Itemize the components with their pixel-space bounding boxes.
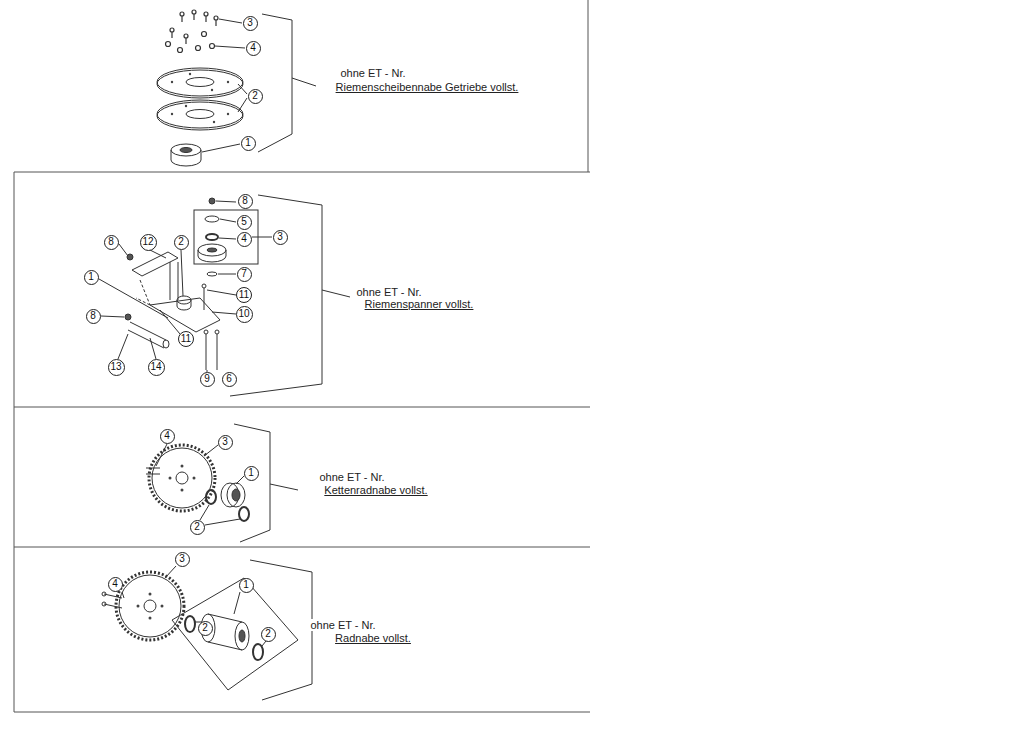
callout-number: 4 [237,232,252,247]
callout-number: 9 [200,372,215,387]
callout-text: 9 [204,374,210,384]
callout-text: 8 [90,311,96,321]
callout-text: 5 [241,217,247,227]
callout-number: 1 [244,466,259,481]
callout-text: 1 [243,580,249,590]
callout-number: 12 [140,234,157,251]
callout-number: 2 [174,235,189,250]
callout-number: 4 [246,41,261,56]
callout-text: 3 [179,554,185,564]
callout-text: 4 [164,431,170,441]
callout-number: 3 [175,552,190,567]
callout-number: 3 [218,435,233,450]
callout-number: 11 [236,287,252,303]
callout-number: 1 [241,136,256,151]
callout-number: 4 [108,577,123,592]
callout-text: 3 [222,437,228,447]
callout-number: 11 [178,331,194,347]
part-number-note: ohne ET - Nr. [308,619,377,632]
callout-text: 3 [247,18,253,28]
callout-number: 5 [237,215,252,230]
callout-number: 8 [104,235,119,250]
callout-number: 2 [198,621,213,636]
callout-number: 1 [84,270,99,285]
callout-text: 1 [88,272,94,282]
callout-text: 4 [250,43,256,53]
pulley-hub-figure [157,10,316,166]
callout-number: 7 [237,267,252,282]
part-number-note: ohne ET - Nr. [317,471,386,484]
callout-text: 11 [239,290,249,300]
callout-text: 6 [226,374,232,384]
callout-text: 2 [178,237,184,247]
wheel-hub-figure [102,560,318,700]
callout-text: 4 [241,234,247,244]
belt-tensioner-figure [99,195,350,396]
callout-number: 4 [160,429,175,444]
callout-number: 6 [222,372,237,387]
callout-number: 8 [238,194,253,209]
callout-text: 10 [238,309,249,319]
callout-number: 1 [239,578,254,593]
callout-text: 1 [248,468,254,478]
callout-text: 8 [108,237,114,247]
callout-text: 7 [241,269,247,279]
callout-number: 8 [86,309,101,324]
callout-text: 8 [242,196,248,206]
sprocket-hub-figure [146,424,298,542]
callout-text: 2 [202,623,208,633]
part-number-note: ohne ET - Nr. [354,286,423,299]
callout-number: 2 [248,89,263,104]
callout-number: 13 [108,359,125,376]
callout-number: 14 [148,359,165,376]
callout-text: 11 [181,334,191,344]
callout-text: 3 [277,232,283,242]
callout-number: 2 [261,627,276,642]
callout-text: 13 [110,362,121,372]
callout-text: 12 [142,237,153,247]
callout-number: 10 [236,306,253,323]
callout-text: 1 [245,138,251,148]
callout-text: 2 [265,629,271,639]
callout-number: 2 [190,520,205,535]
part-number-note: ohne ET - Nr. [338,67,407,80]
assembly-name: Kettenradnabe vollst. [322,484,429,497]
callout-text: 4 [112,579,118,589]
callout-text: 14 [150,362,161,372]
assembly-name: Radnabe vollst. [333,632,413,645]
assembly-name: Riemenscheibennabe Getriebe vollst. [334,81,521,94]
assembly-name: Riemenspanner vollst. [363,298,476,311]
panel-frame [14,0,590,712]
callout-text: 2 [252,91,258,101]
callout-number: 3 [273,230,288,245]
callout-number: 3 [243,16,258,31]
callout-text: 2 [194,522,200,532]
